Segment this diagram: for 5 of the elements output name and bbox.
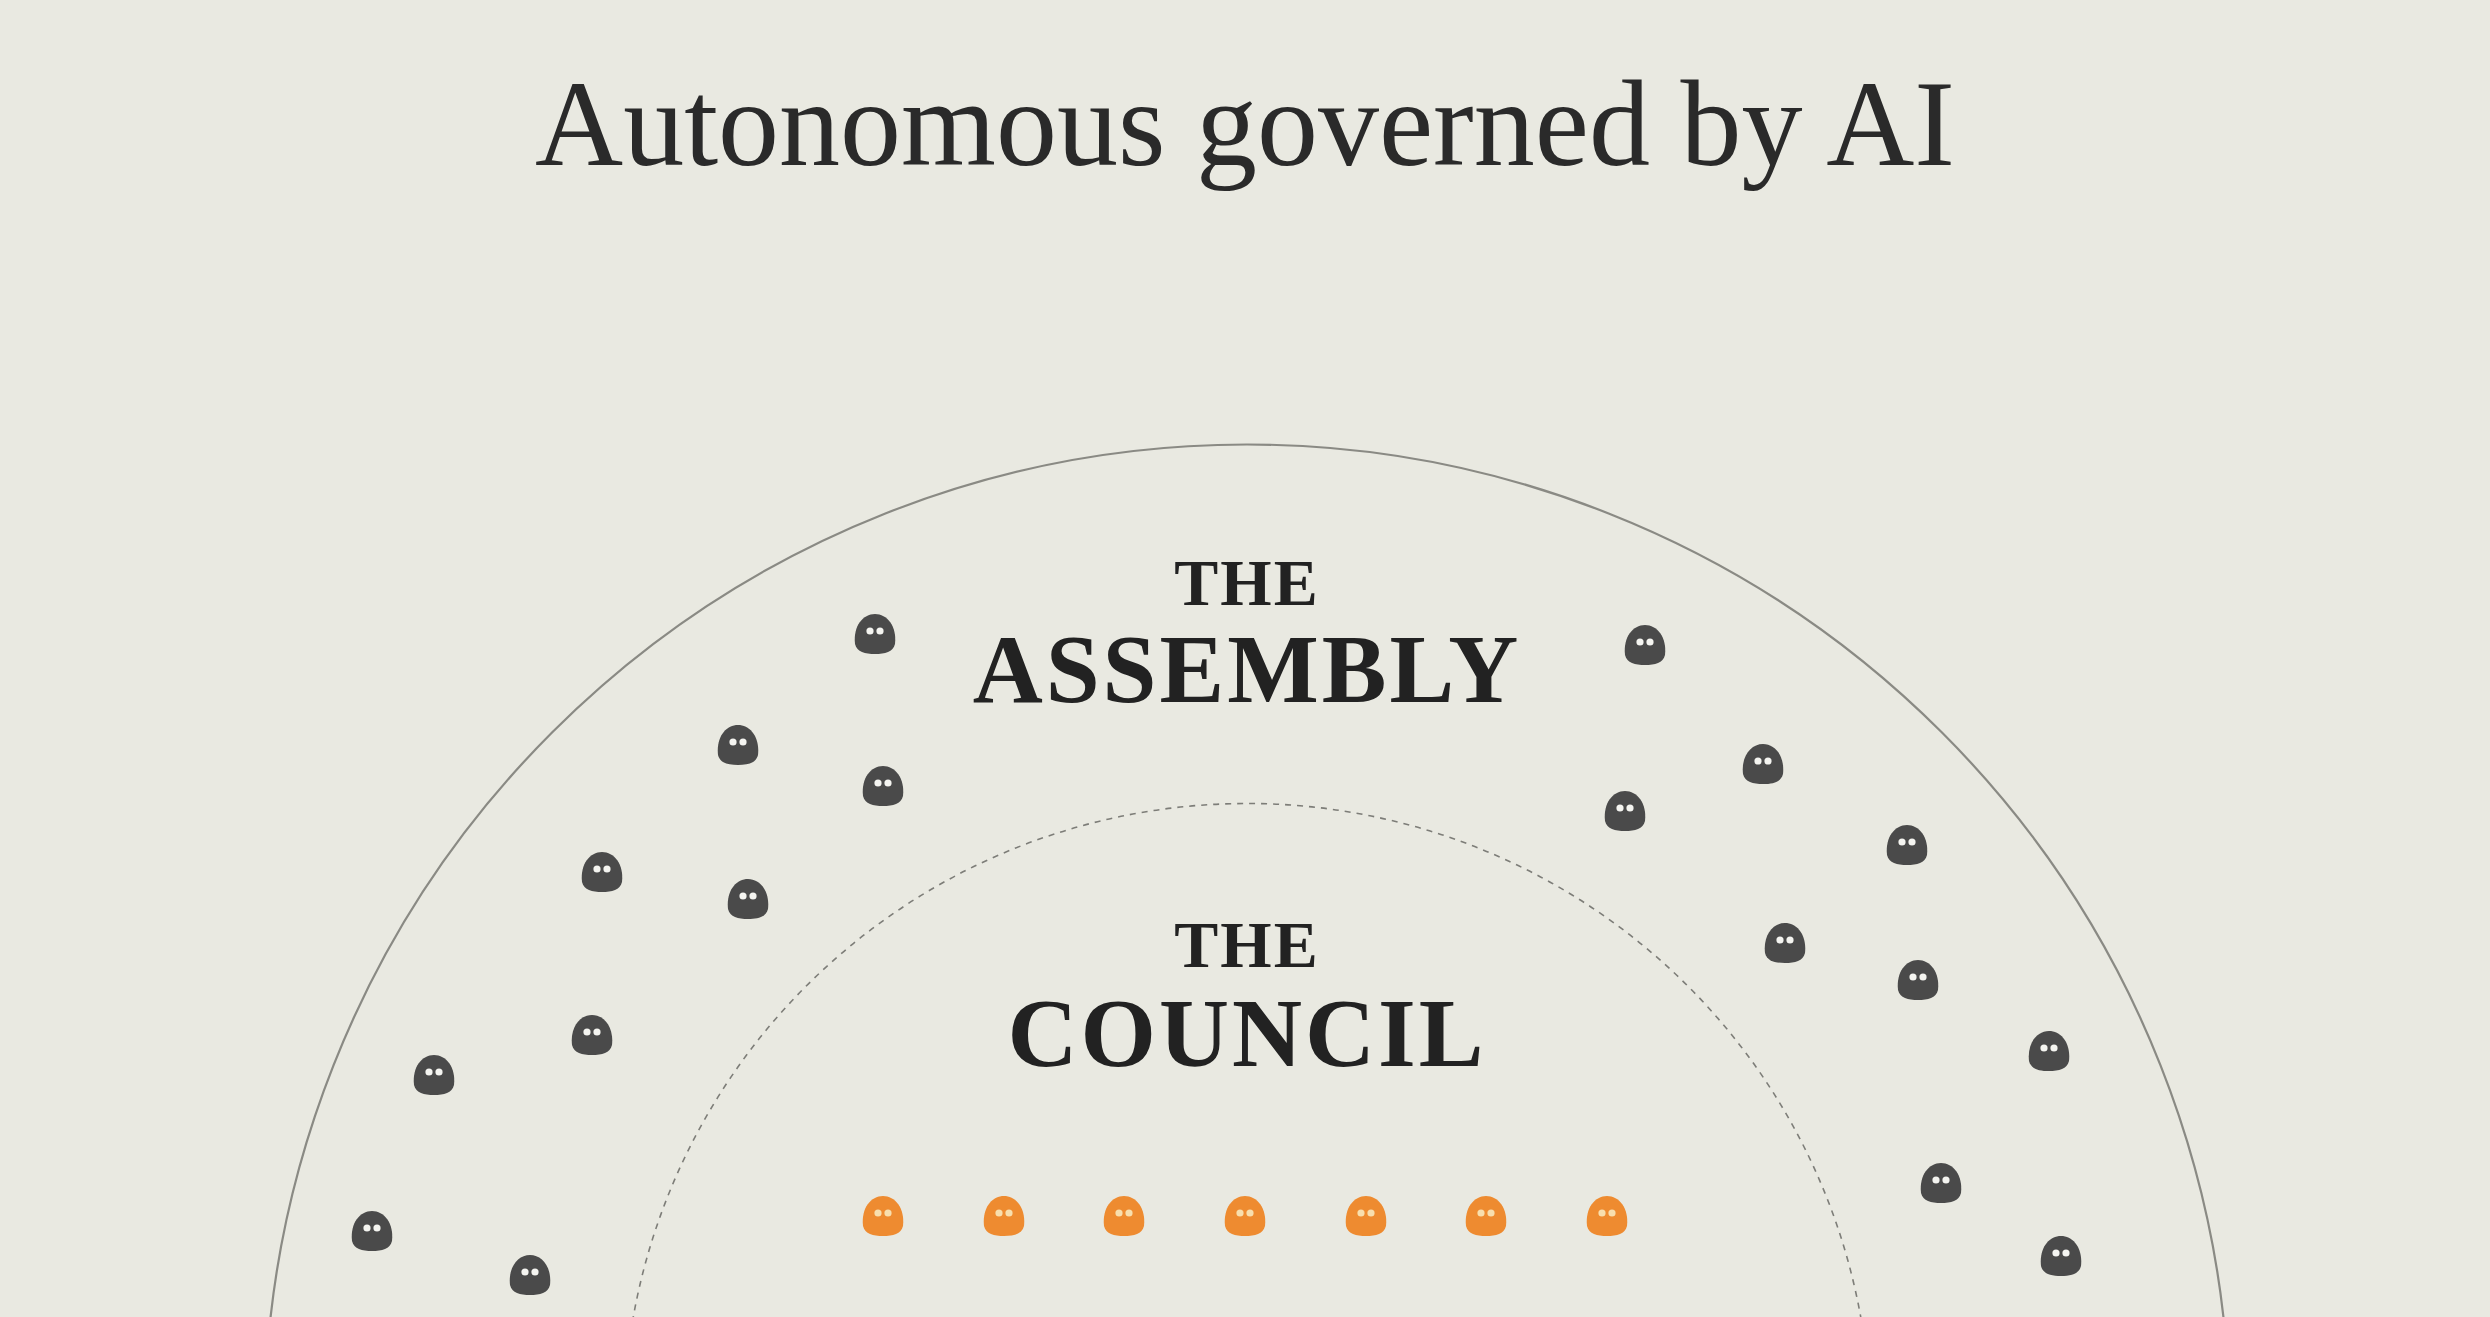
group-title: ASSEMBLY	[972, 617, 1522, 724]
diagram-title: Autonomous governed by AI	[535, 55, 1955, 193]
group-title: COUNCIL	[1007, 981, 1487, 1088]
label-prefix: THE	[1174, 547, 1320, 620]
label-prefix: THE	[1174, 909, 1320, 982]
